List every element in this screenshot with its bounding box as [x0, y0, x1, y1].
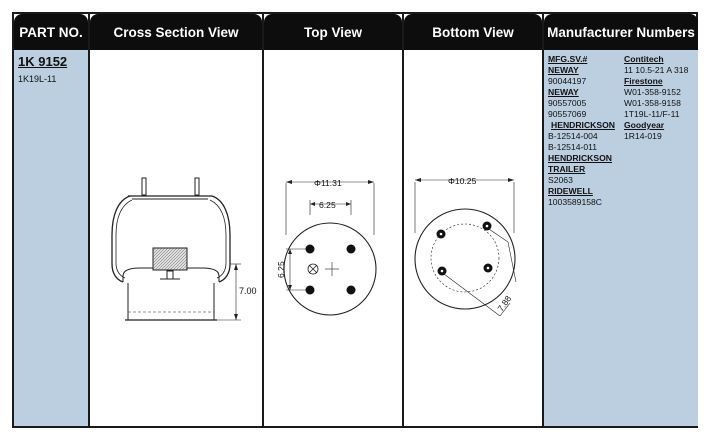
alt-part-number: 1K19L-11: [18, 74, 57, 84]
part-no-header: PART NO.: [14, 14, 88, 50]
manufacturer-part-number: 90557069: [548, 109, 587, 119]
manufacturer-name: HENDRICKSON: [548, 153, 612, 163]
top-view-header: Top View: [264, 14, 402, 50]
part-number: 1K 9152: [18, 54, 68, 69]
part-no-cell: 1K 9152 1K19L-11: [14, 50, 88, 426]
manufacturer-name: Goodyear: [624, 120, 665, 130]
cross-section-column: Cross Section View: [90, 14, 264, 426]
manufacturer-header: Manufacturer Numbers: [544, 14, 698, 50]
manufacturer-part-number: B-12514-004: [548, 131, 598, 141]
top-view-cell: Φ11.31 6.25 6.25: [264, 50, 402, 426]
cross-section-cell: 7.00: [90, 50, 262, 426]
manufacturer-part-number: 11 10.5-21 A 318: [624, 65, 689, 75]
manufacturer-name: Contitech: [624, 54, 664, 64]
manufacturer-part-number: S2063: [548, 175, 573, 185]
manufacturer-name: NEWAY: [548, 87, 579, 97]
manufacturer-part-number: B-12514-011: [548, 142, 598, 152]
bottom-view-cell: Φ10.25 7.88: [404, 50, 542, 426]
manufacturer-name: MFG.SV.#: [548, 54, 588, 64]
manufacturer-part-number: W01-358-9152: [624, 87, 681, 97]
manufacturer-part-number: 1R14-019: [624, 131, 662, 141]
manufacturer-part-number: 90557005: [548, 98, 587, 108]
manufacturer-name: RIDEWELL: [548, 186, 593, 196]
manufacturer-name: HENDRICKSON: [551, 120, 615, 130]
manufacturer-name: TRAILER: [548, 164, 586, 174]
bottom-outer-diameter-label: Φ10.25: [448, 176, 477, 186]
bottom-view-drawing: Φ10.25 7.88: [414, 176, 517, 317]
cross-section-header: Cross Section View: [90, 14, 262, 50]
manufacturer-name: Firestone: [624, 76, 663, 86]
manufacturer-name: NEWAY: [548, 65, 579, 75]
top-view-column: Top View: [264, 14, 404, 426]
top-view-drawing: Φ11.31 6.25 6.25: [276, 178, 377, 316]
cross-section-drawing: 7.00: [111, 177, 257, 321]
bottom-view-header: Bottom View: [404, 14, 542, 50]
spec-sheet: PART NO. 1K 9152 1K19L-11 Cross Section …: [12, 12, 698, 428]
part-no-column: PART NO. 1K 9152 1K19L-11: [14, 14, 90, 426]
top-bolt-spacing-h-label: 6.25: [319, 200, 336, 210]
manufacturer-part-number: W01-358-9158: [624, 98, 681, 108]
height-dimension-label: 7.00: [239, 286, 257, 296]
manufacturer-part-number: 1T19L-11/F-11: [624, 109, 680, 119]
manufacturer-part-number: 1003589158C: [548, 197, 603, 207]
top-bolt-spacing-v-label: 6.25: [276, 261, 286, 278]
top-outer-diameter-label: Φ11.31: [314, 178, 342, 188]
bottom-view-column: Bottom View: [404, 14, 544, 426]
manufacturer-part-number: 90044197: [548, 76, 587, 86]
